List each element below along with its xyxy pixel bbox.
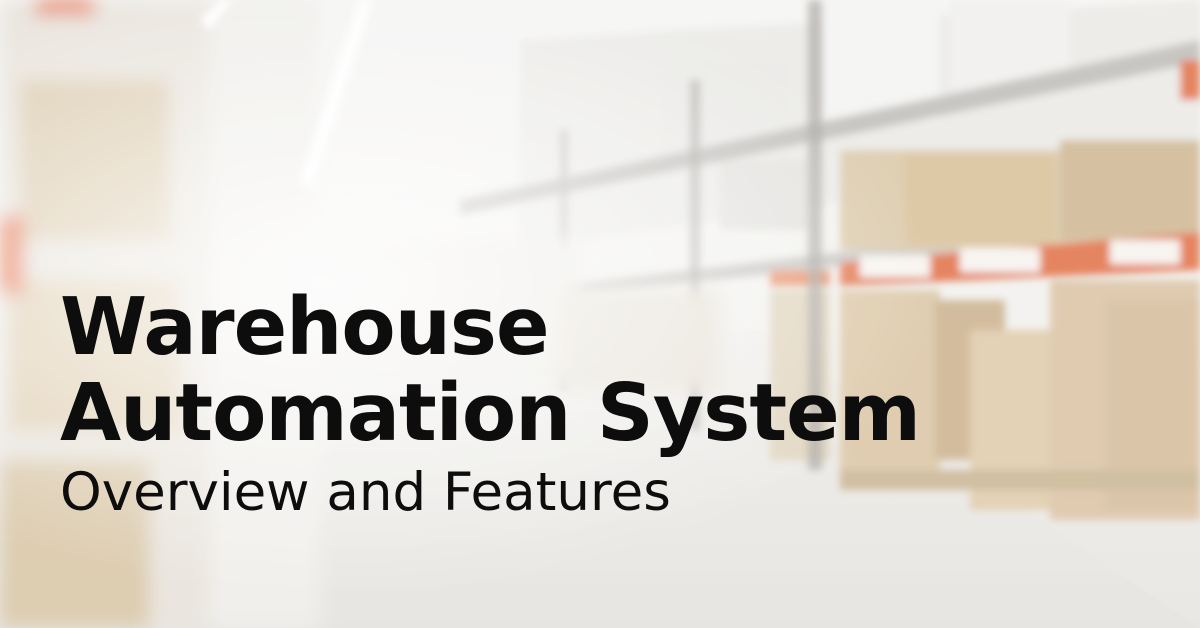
title-block: Warehouse Automation System Overview and…: [60, 281, 921, 523]
subtitle: Overview and Features: [60, 462, 671, 523]
title-line-2: Automation System: [60, 367, 921, 459]
title-line-1: Warehouse: [60, 281, 550, 373]
